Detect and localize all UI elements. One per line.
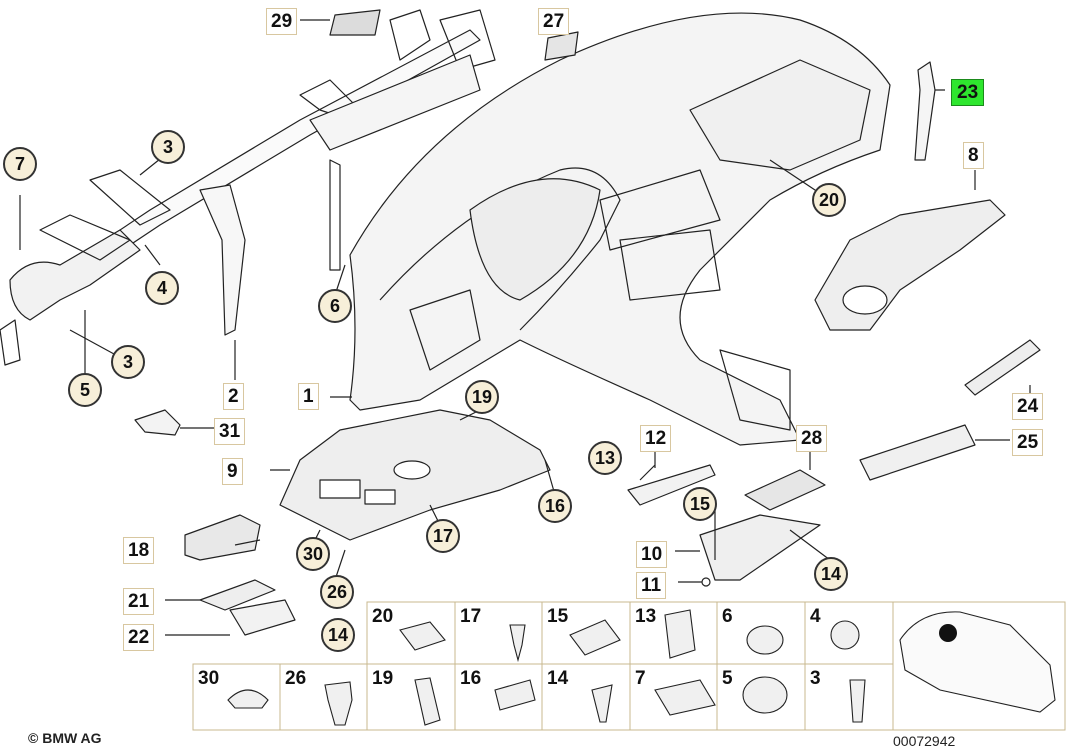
bracket-22 — [229, 599, 296, 636]
callout-3-bottom[interactable]: 3 — [111, 345, 145, 379]
cover-21 — [199, 579, 276, 611]
bolt-3-icon — [849, 679, 866, 723]
clip-7-icon — [654, 679, 716, 716]
clip-27 — [544, 31, 579, 61]
rivet-30-icon — [227, 689, 269, 709]
storage-tray-25 — [859, 424, 976, 481]
pad-28 — [744, 469, 826, 511]
callout-22[interactable]: 22 — [123, 624, 155, 651]
callout-14-left[interactable]: 14 — [321, 618, 355, 652]
callout-10[interactable]: 10 — [636, 541, 668, 568]
callout-26[interactable]: 26 — [320, 575, 354, 609]
grid-label-5[interactable]: 5 — [722, 668, 733, 689]
callout-27[interactable]: 27 — [538, 8, 570, 35]
pad-29 — [329, 9, 381, 36]
grid-label-16[interactable]: 16 — [460, 668, 482, 689]
hardware-grid — [192, 601, 1066, 731]
callout-7[interactable]: 7 — [3, 147, 37, 181]
cross-car-beam — [0, 9, 496, 366]
grid-label-14[interactable]: 14 — [547, 668, 569, 689]
grid-label-13[interactable]: 13 — [635, 606, 657, 627]
callout-16[interactable]: 16 — [538, 489, 572, 523]
grid-label-17[interactable]: 17 — [460, 606, 482, 627]
car-thumbnail — [899, 611, 1056, 713]
location-marker — [939, 624, 957, 642]
copyright-text: © BMW AG — [28, 730, 102, 746]
diagram-number: 00072942 — [893, 733, 956, 749]
callout-1[interactable]: 1 — [298, 383, 319, 410]
instrument-panel — [349, 12, 891, 446]
callout-2[interactable]: 2 — [223, 383, 244, 410]
callout-19[interactable]: 19 — [465, 380, 499, 414]
grid-label-4[interactable]: 4 — [810, 606, 821, 627]
callout-9[interactable]: 9 — [222, 458, 243, 485]
clip-nut-4-icon — [830, 620, 860, 650]
callout-6[interactable]: 6 — [318, 289, 352, 323]
trim-part-23 — [914, 61, 936, 161]
callout-24[interactable]: 24 — [1012, 393, 1044, 420]
callout-17[interactable]: 17 — [426, 519, 460, 553]
grid-label-26[interactable]: 26 — [285, 668, 307, 689]
clip-26-icon — [324, 681, 353, 726]
grid-label-20[interactable]: 20 — [372, 606, 394, 627]
callout-4[interactable]: 4 — [145, 271, 179, 305]
nut-5-icon — [742, 676, 788, 714]
grid-label-6[interactable]: 6 — [722, 606, 733, 627]
callout-20[interactable]: 20 — [812, 183, 846, 217]
callout-15[interactable]: 15 — [683, 487, 717, 521]
callout-14-right[interactable]: 14 — [814, 557, 848, 591]
grid-label-15[interactable]: 15 — [547, 606, 569, 627]
grid-label-3[interactable]: 3 — [810, 668, 821, 689]
callout-21[interactable]: 21 — [123, 588, 155, 615]
plug-17-icon — [509, 624, 526, 663]
nut-clip-15-icon — [569, 619, 621, 656]
callout-28[interactable]: 28 — [796, 425, 828, 452]
callout-30[interactable]: 30 — [296, 537, 330, 571]
trim-part-24 — [964, 339, 1041, 396]
grid-label-19[interactable]: 19 — [372, 668, 394, 689]
grid-label-30[interactable]: 30 — [198, 668, 220, 689]
clip-16-icon — [494, 679, 536, 711]
callout-8[interactable]: 8 — [963, 142, 984, 169]
bracket-19-icon — [414, 677, 441, 726]
callout-23-highlighted[interactable]: 23 — [951, 79, 985, 106]
screw-14-icon — [591, 684, 613, 723]
callout-18[interactable]: 18 — [123, 537, 155, 564]
grid-label-7[interactable]: 7 — [635, 668, 646, 689]
callout-5[interactable]: 5 — [68, 373, 102, 407]
clip-20-icon — [399, 621, 446, 651]
nut-6-icon — [746, 625, 784, 655]
callout-12[interactable]: 12 — [640, 425, 672, 452]
blank-cover-18 — [184, 514, 261, 561]
callout-13[interactable]: 13 — [588, 441, 622, 475]
clip-13-icon — [664, 609, 696, 659]
callout-11[interactable]: 11 — [636, 572, 667, 599]
callout-25[interactable]: 25 — [1012, 429, 1044, 456]
callout-3-top[interactable]: 3 — [151, 130, 185, 164]
holder-12 — [627, 464, 716, 506]
glovebox-lid-10 — [699, 514, 821, 581]
callout-31[interactable]: 31 — [214, 418, 246, 445]
knee-bolster-right — [814, 199, 1006, 331]
lower-trim-panel — [279, 409, 551, 541]
callout-29[interactable]: 29 — [266, 8, 298, 35]
bracket-31 — [134, 409, 181, 436]
